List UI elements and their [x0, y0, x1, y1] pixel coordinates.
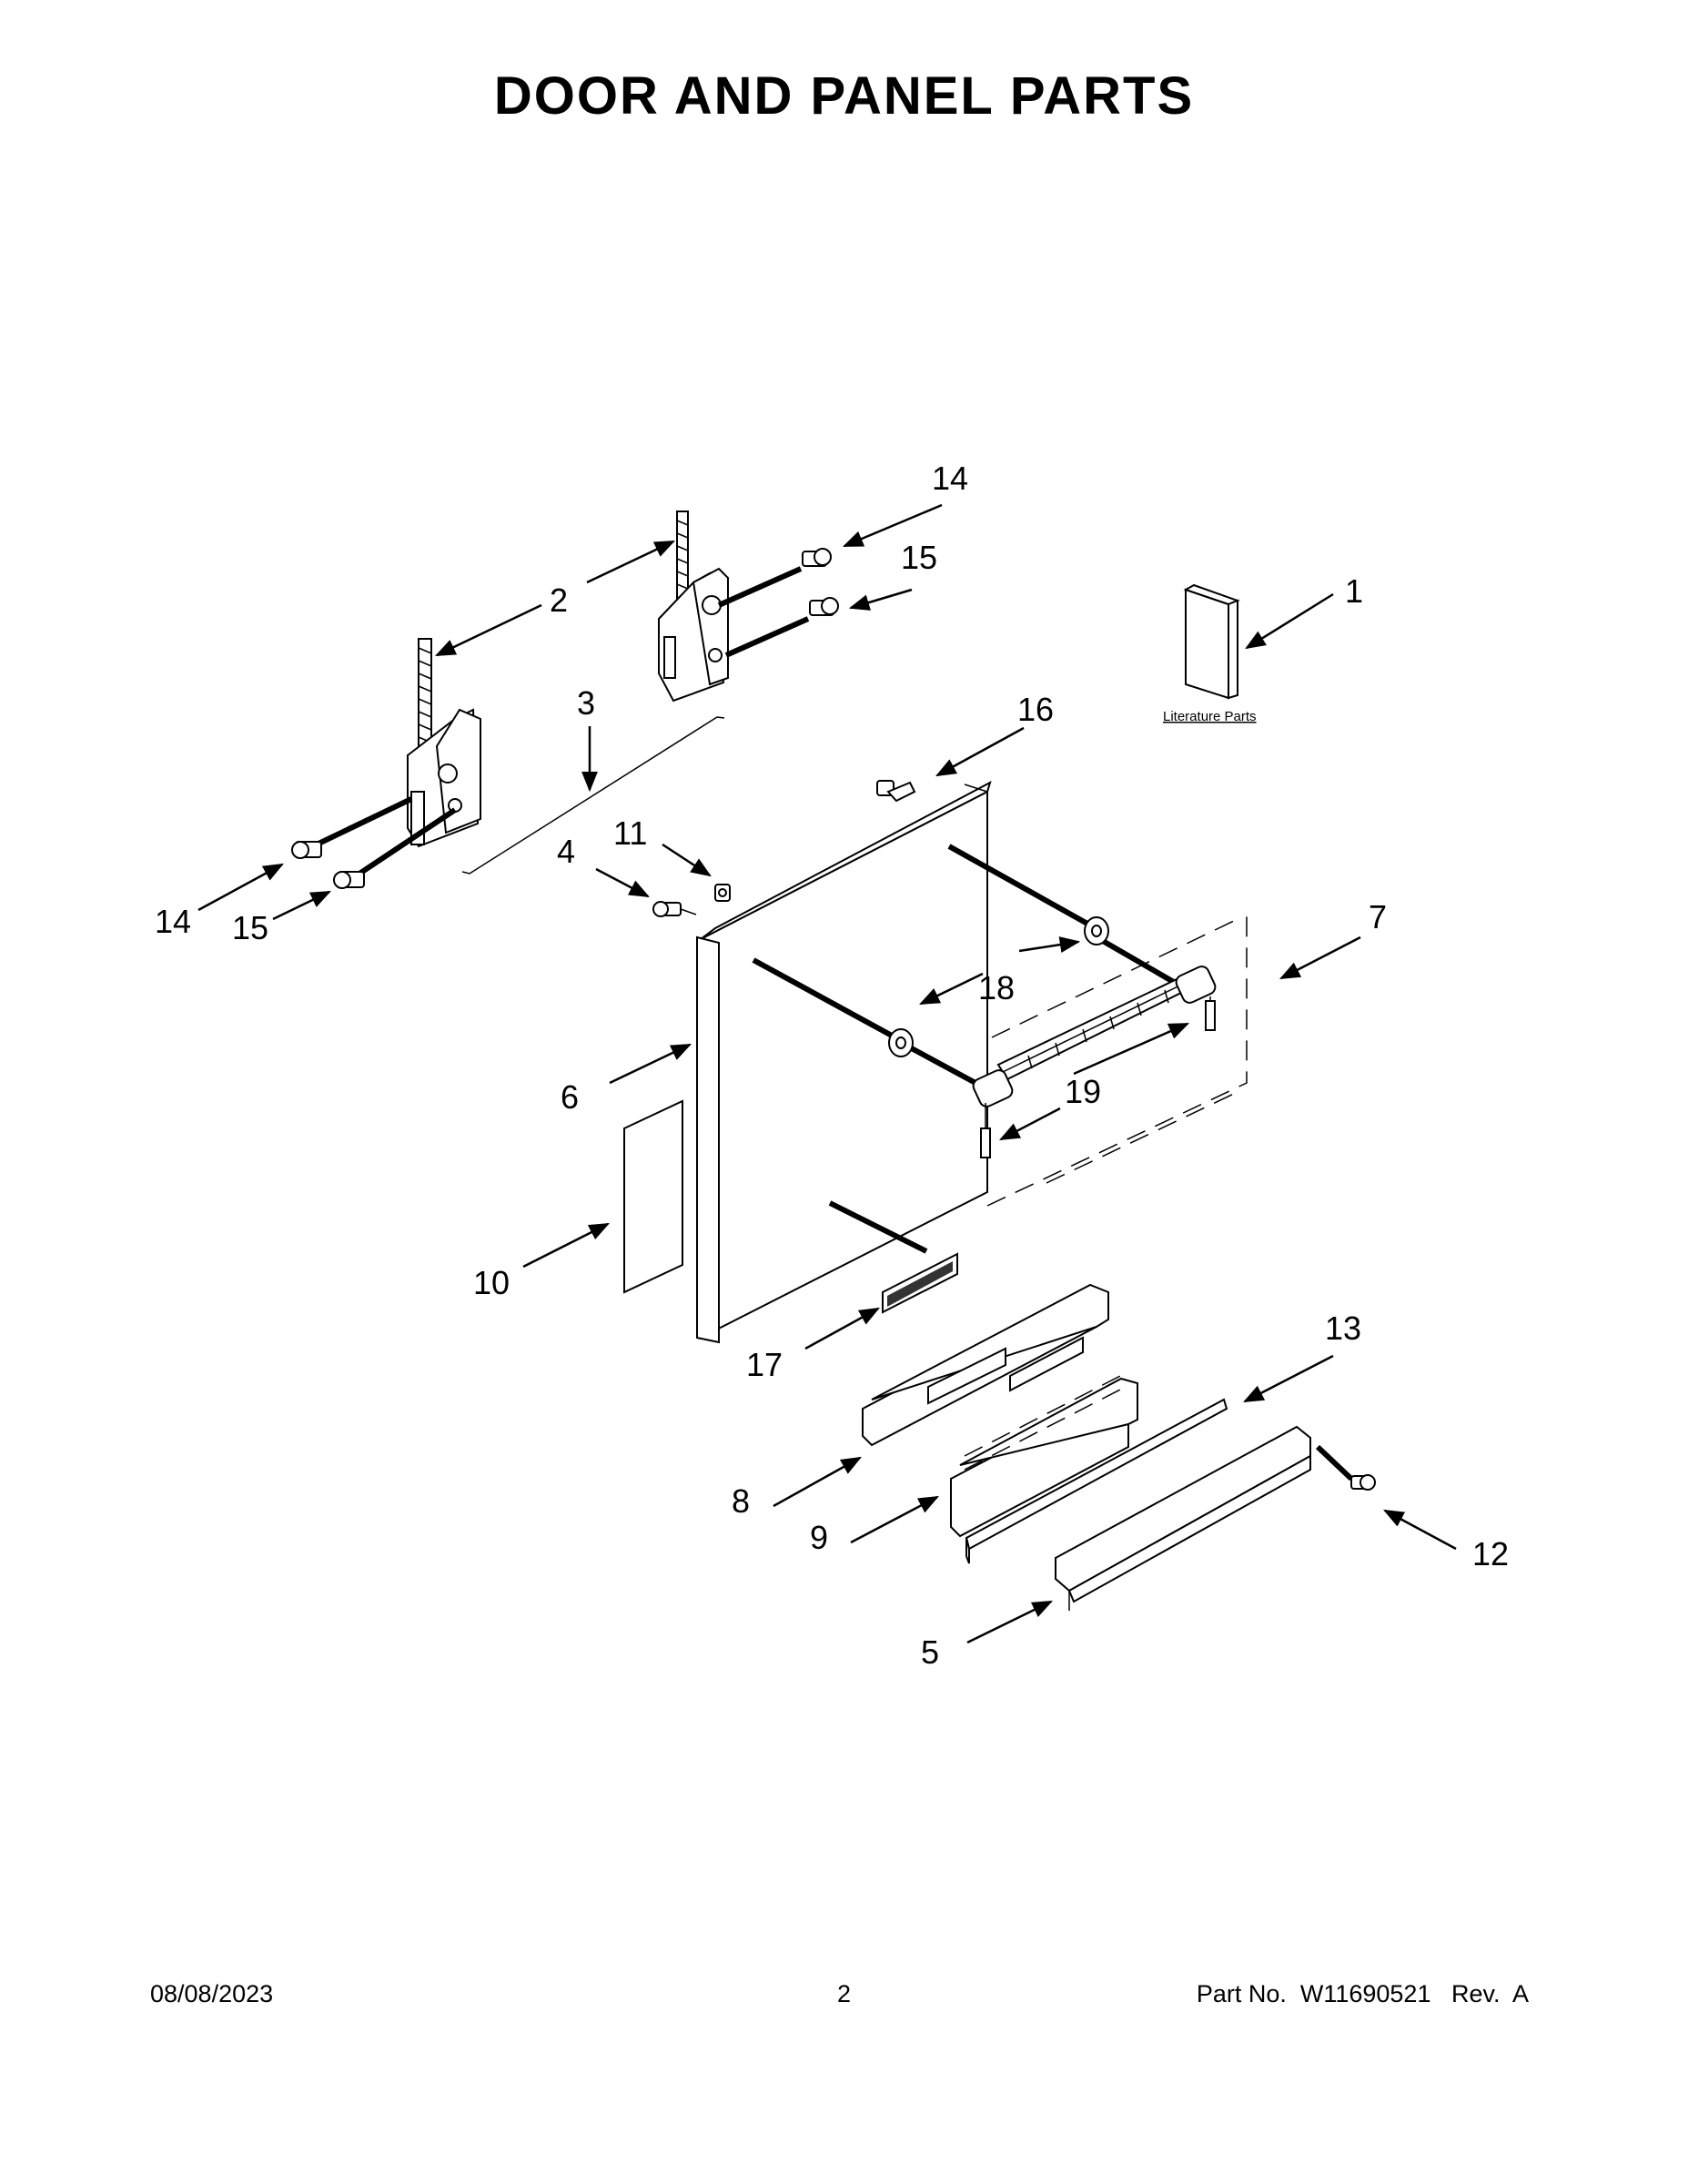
callout-5: 5: [921, 1633, 939, 1671]
left-hinge-upper-screw-line: [315, 796, 413, 847]
callout-14-right: 14: [932, 460, 968, 497]
callout-17: 17: [746, 1346, 783, 1383]
right-upper-screw: [802, 548, 832, 567]
callout-18: 18: [978, 969, 1015, 1006]
door-handle-bar: [972, 966, 1217, 1158]
toe-kick-upper-block: [862, 1283, 1109, 1447]
page-title: DOOR AND PANEL PARTS: [493, 66, 1195, 126]
handle-lower-mount-line: [752, 957, 894, 1038]
callout-15-right: 15: [901, 539, 937, 576]
handle-upper-mount-line: [947, 844, 1089, 926]
left-lower-screw: [333, 871, 365, 889]
right-lower-screw: [809, 597, 839, 616]
callout-13: 13: [1325, 1309, 1361, 1347]
callout-9: 9: [810, 1519, 828, 1556]
callout-16: 16: [1017, 691, 1054, 728]
callout-10: 10: [473, 1264, 510, 1301]
callout-8: 8: [732, 1482, 750, 1520]
callout-14-left: 14: [155, 903, 191, 940]
upper-standoff: [1084, 916, 1109, 945]
right-hinge-upper-screw-line: [717, 566, 803, 608]
left-hinge-assembly: [407, 638, 481, 848]
callout-11: 11: [613, 814, 647, 852]
callout-6: 6: [561, 1078, 579, 1116]
callout-15-left: 15: [232, 909, 268, 946]
left-upper-screw: [291, 841, 322, 859]
lower-standoff: [888, 1028, 914, 1057]
inner-door-liner: [623, 1099, 683, 1294]
left-hinge-lower-screw-line: [358, 807, 457, 876]
outer-door-panel: [696, 780, 992, 1344]
toe-kick-seal-strip: [965, 1398, 1228, 1564]
toe-kick-lower-block: [950, 1373, 1138, 1538]
callout-19: 19: [1065, 1073, 1101, 1110]
toe-kick-screw: [1315, 1444, 1376, 1491]
logo-mount-line: [828, 1200, 928, 1254]
handle-upper-mount-line-2: [1095, 935, 1185, 990]
footer-date: 08/08/2023: [150, 1980, 274, 2007]
literature-parts-booklet: [1183, 583, 1240, 700]
right-hinge-assembly: [658, 511, 729, 703]
callout-7: 7: [1369, 898, 1387, 935]
door-latch-clip: [876, 780, 916, 803]
footer-page-number: 2: [836, 1980, 852, 2007]
callout-2: 2: [550, 581, 568, 619]
hinge-link-rod: [461, 716, 725, 875]
literature-parts-label: Literature Parts: [1163, 709, 1257, 724]
callout-4: 4: [557, 833, 575, 870]
right-hinge-lower-screw-line: [724, 616, 810, 658]
toe-kick-bracket: [1055, 1425, 1311, 1611]
footer-part-number: Part No. W11690521 Rev. A: [1196, 1980, 1529, 2007]
handle-kit-outline: [986, 910, 1248, 1207]
handle-kit-outline-bottom: [1046, 1091, 1238, 1184]
callout-arrows: [197, 503, 1457, 1644]
panel-clip: [714, 884, 731, 902]
panel-screw: [652, 901, 697, 917]
callout-3: 3: [577, 684, 595, 722]
callout-12: 12: [1472, 1535, 1509, 1572]
callout-1: 1: [1345, 572, 1363, 610]
maytag-logo-badge: [882, 1252, 958, 1314]
handle-kit-outline-top: [991, 918, 1238, 1038]
